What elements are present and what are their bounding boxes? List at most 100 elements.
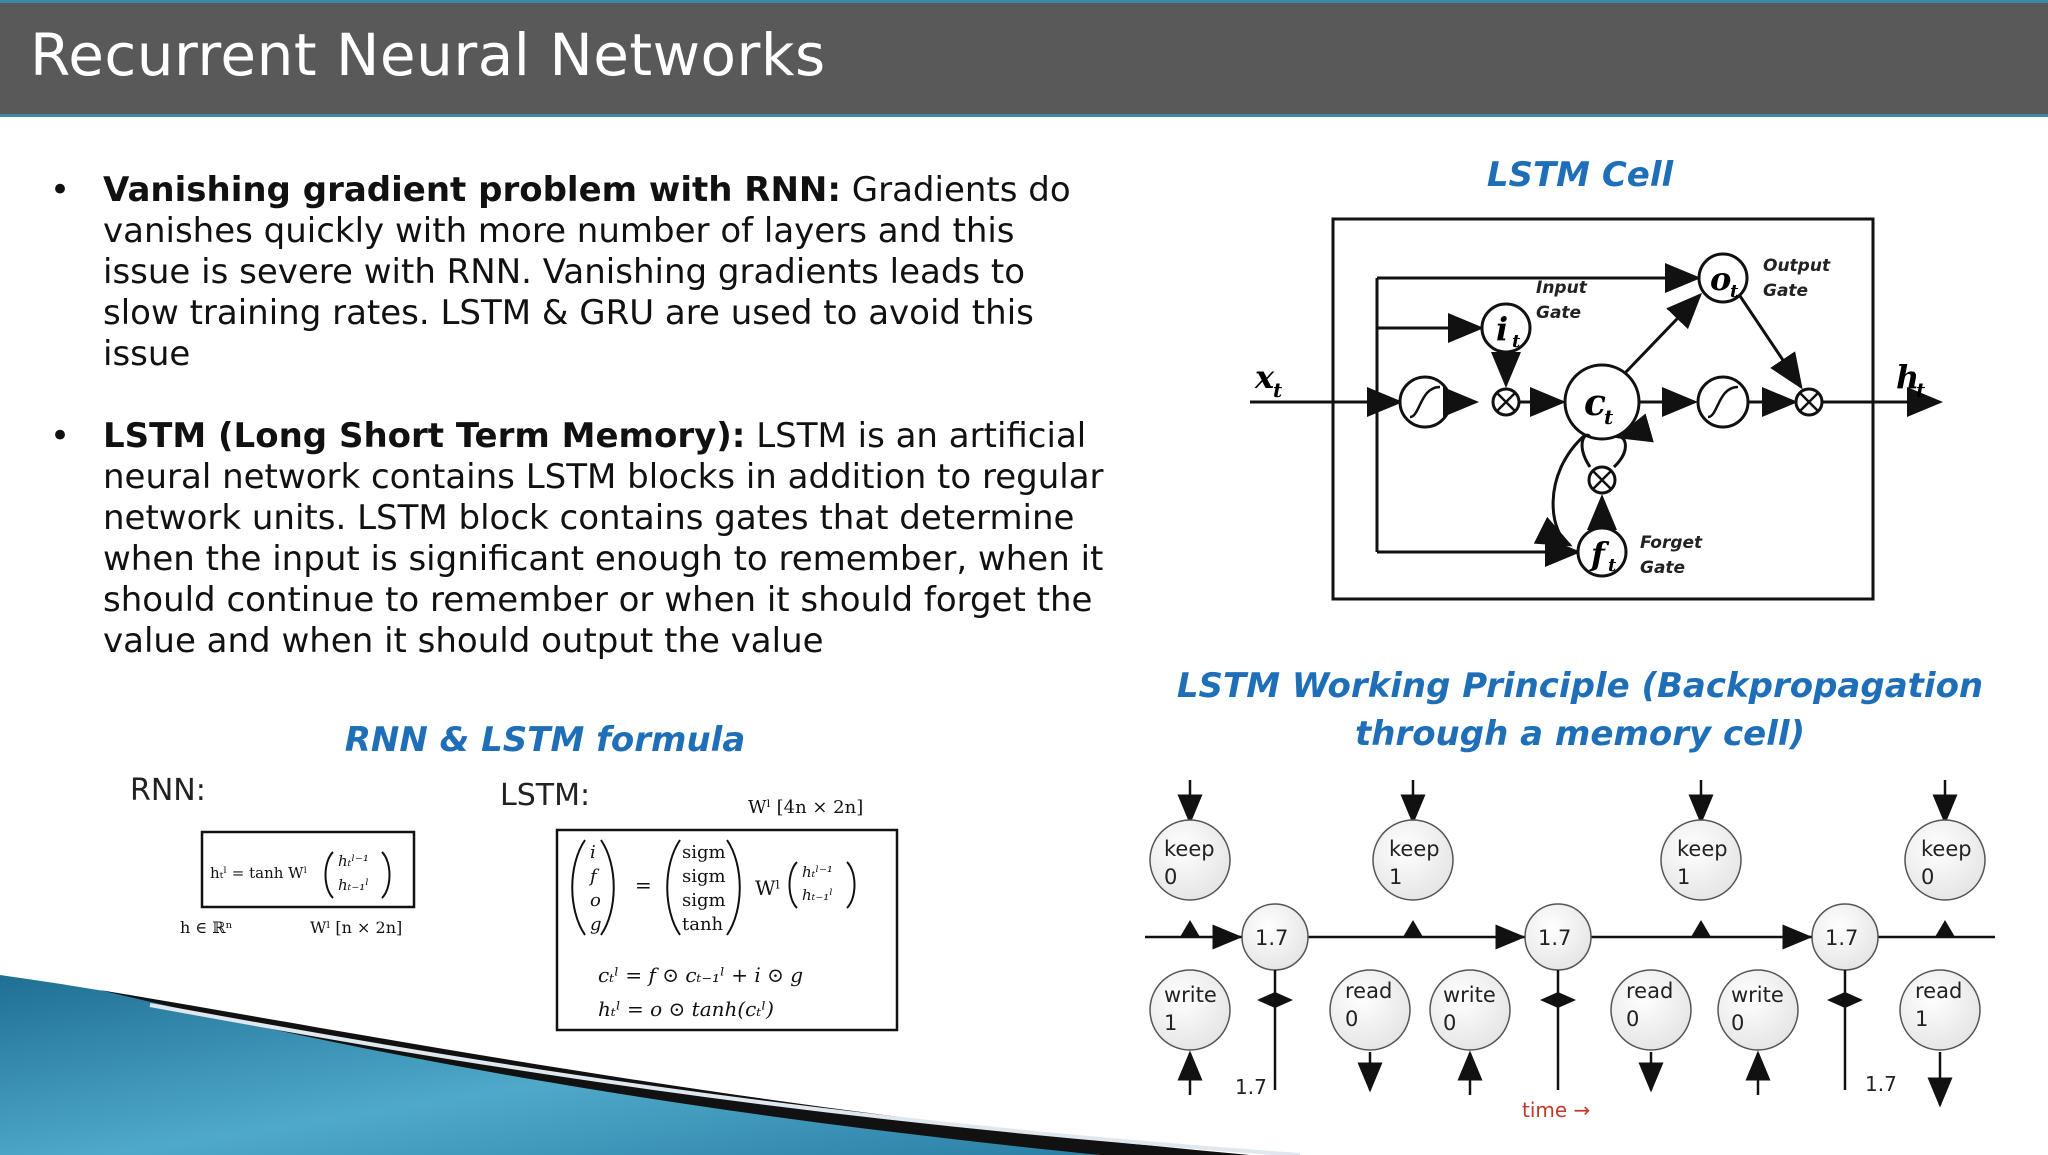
bullet-term: Vanishing gradient problem with RNN:: [103, 170, 841, 210]
input-sigmoid-node: [1398, 375, 1452, 429]
rnn-dimension: Wˡ [n × 2n]: [310, 918, 402, 937]
working-heading-line-1: LSTM Working Principle (Backpropagation: [1176, 666, 1984, 706]
input-x-subscript: t: [1273, 378, 1283, 402]
svg-text:1: 1: [1164, 1011, 1177, 1035]
forget-gate-symbol: f: [1589, 535, 1610, 573]
weight-symbol: Wˡ: [755, 876, 780, 900]
lstm-cell-diagram: i t Input Gate c t o t Output Gate f t F…: [1250, 217, 1943, 601]
svg-text:write: write: [1164, 983, 1217, 1007]
cell-update-equation: cₜˡ = f ⊙ cₜ₋₁ˡ + i ⊙ g: [598, 963, 803, 987]
keep-node-3: keep 1: [1660, 780, 1742, 937]
lstm-label: LSTM:: [500, 778, 590, 813]
equals-sign: =: [635, 873, 652, 897]
svg-text:0: 0: [1731, 1011, 1744, 1035]
rnn-vector-top: hₜˡ⁻¹: [338, 852, 369, 870]
input-gate-symbol: i: [1496, 310, 1508, 348]
read-node-2: read 0: [1558, 969, 1692, 1093]
svg-text:write: write: [1443, 983, 1496, 1007]
func-sigm-1: sigm: [682, 842, 726, 863]
keep-node-1: keep 0: [1149, 780, 1231, 937]
svg-text:keep: keep: [1389, 837, 1440, 861]
output-gate-label-2: Gate: [1763, 281, 1808, 301]
memory-cell-symbol: c: [1584, 382, 1606, 424]
forget-gate-label: Forget: [1640, 533, 1703, 553]
memory-cell-3: 1.7: [1782, 903, 1879, 971]
svg-text:0: 0: [1626, 1007, 1639, 1031]
output-gate-subscript: t: [1730, 281, 1739, 302]
title-bar: Recurrent Neural Networks: [0, 0, 2048, 117]
output-gate-symbol: o: [1710, 260, 1731, 298]
slide-title: Recurrent Neural Networks: [30, 21, 826, 89]
read-node-1: read 0: [1275, 969, 1411, 1093]
lstm-cell-heading: LSTM Cell: [1486, 155, 1674, 195]
rnn-vector-bottom: hₜ₋₁ˡ: [338, 876, 369, 894]
write-node-2: write 0: [1429, 969, 1560, 1095]
svg-text:0: 0: [1443, 1011, 1456, 1035]
svg-text:0: 0: [1164, 865, 1177, 889]
svg-text:read: read: [1915, 979, 1962, 1003]
hidden-update-equation: hₜˡ = o ⊙ tanh(cₜˡ): [598, 997, 774, 1021]
svg-text:read: read: [1345, 979, 1392, 1003]
formula-heading: RNN & LSTM formula: [344, 720, 746, 760]
working-principle-heading: LSTM Working Principle (Backpropagation …: [1170, 662, 1990, 758]
rnn-formula-box: [200, 830, 416, 909]
output-sigmoid-node: [1696, 375, 1750, 429]
working-heading-line-2: through a memory cell): [1354, 714, 1806, 754]
cell-border: [1331, 217, 1875, 601]
lstm-formula-box: [555, 828, 899, 1032]
write-node-1: write 1: [1149, 969, 1277, 1095]
keep-node-4: keep 0: [1904, 780, 1986, 937]
input-x-symbol: x: [1254, 358, 1275, 396]
rnn-equation: hₜˡ = tanh Wˡ: [210, 864, 307, 882]
bullet-text: LSTM is an artificial neural network con…: [103, 416, 1104, 661]
input-gate-subscript: t: [1512, 331, 1521, 352]
output-h-subscript: t: [1916, 378, 1926, 402]
svg-text:1: 1: [1677, 865, 1690, 889]
read-node-3: read 1: [1845, 969, 1981, 1108]
rnn-domain: h ∈ ℝⁿ: [180, 918, 233, 937]
keep-node-2: keep 1: [1372, 780, 1454, 937]
forget-gate-subscript: t: [1608, 555, 1617, 576]
bullet-list: • Vanishing gradient problem with RNN: G…: [50, 170, 1110, 703]
formula-panel: RNN: LSTM: hₜˡ = tanh Wˡ hₜˡ⁻¹ hₜ₋₁ˡ h ∈…: [130, 773, 899, 1032]
lstm-vector-top: hₜˡ⁻¹: [802, 863, 833, 881]
decorative-wave: [0, 975, 1300, 1155]
memory-cell-1: 1.7: [1212, 903, 1309, 971]
lstm-dimension: Wˡ [4n × 2n]: [748, 797, 863, 818]
gate-vector-g: g: [590, 914, 602, 935]
svg-text:1.7: 1.7: [1538, 926, 1571, 950]
input-value-label: 1.7: [1235, 1075, 1267, 1099]
svg-text:0: 0: [1345, 1007, 1358, 1031]
output-h-symbol: h: [1896, 358, 1919, 396]
svg-text:read: read: [1626, 979, 1673, 1003]
memory-cell-2: 1.7: [1495, 903, 1592, 971]
rnn-label: RNN:: [130, 773, 206, 808]
input-gate-label: Input: [1536, 278, 1588, 298]
gate-vector-i: i: [590, 842, 596, 863]
input-gate-label-2: Gate: [1536, 303, 1581, 323]
output-gate-node: [1697, 252, 1749, 304]
bullet-dot: •: [50, 170, 71, 210]
output-value-label: 1.7: [1865, 1072, 1897, 1096]
bullet-item: • Vanishing gradient problem with RNN: G…: [50, 170, 1110, 375]
output-gate-label: Output: [1763, 256, 1831, 276]
bullet-dot: •: [50, 416, 71, 456]
write-node-3: write 0: [1717, 969, 1847, 1095]
gate-vector-o: o: [590, 890, 601, 911]
lstm-vector-bottom: hₜ₋₁ˡ: [802, 886, 833, 904]
func-sigm-3: sigm: [682, 890, 726, 911]
forget-gate-node: [1576, 526, 1628, 578]
svg-text:0: 0: [1921, 865, 1934, 889]
bullet-term: LSTM (Long Short Term Memory):: [103, 416, 746, 456]
bullet-text: Gradients do vanishes quickly with more …: [103, 170, 1071, 374]
svg-text:keep: keep: [1164, 837, 1215, 861]
svg-text:write: write: [1731, 983, 1784, 1007]
svg-text:1.7: 1.7: [1255, 926, 1288, 950]
svg-text:1: 1: [1915, 1007, 1928, 1031]
svg-text:1.7: 1.7: [1825, 926, 1858, 950]
svg-text:keep: keep: [1921, 837, 1972, 861]
forget-gate-label-2: Gate: [1640, 558, 1685, 578]
memory-cell-subscript: t: [1604, 405, 1614, 429]
func-tanh: tanh: [682, 914, 724, 935]
time-label: time →: [1522, 1098, 1590, 1122]
